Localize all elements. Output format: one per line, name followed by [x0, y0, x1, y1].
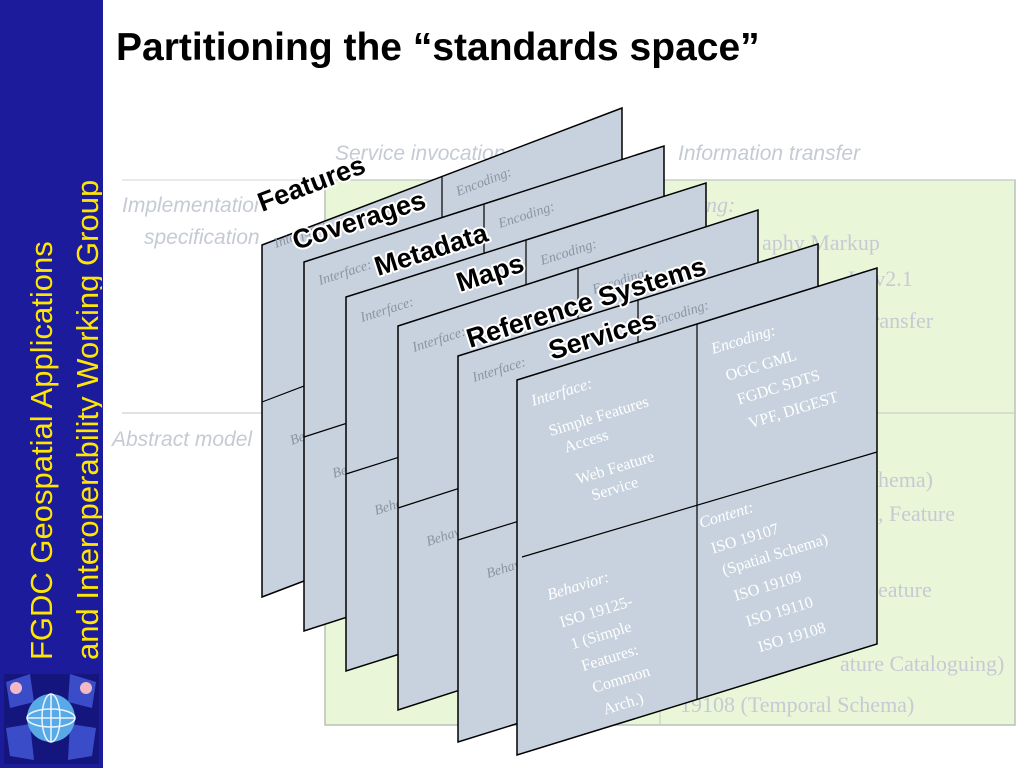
col-header-service-invocation: Service invocation — [335, 142, 505, 165]
fragment-markup: aphy Markup — [762, 230, 880, 255]
row-header-implementation: Implementation — [122, 194, 266, 217]
card-services: Interface: Simple Features Access Web Fe… — [516, 266, 878, 757]
sidebar-line-2: and Interoperability Working Group — [70, 180, 102, 660]
row-header-abstract-model: Abstract model — [110, 428, 253, 451]
fragment-feature-2: eature — [878, 577, 932, 602]
fragment-cataloguing: ature Cataloguing) — [840, 651, 1004, 676]
row-header-specification: specification — [144, 226, 260, 249]
sidebar-title: FGDC Geospatial Applications and Interop… — [24, 180, 102, 660]
sidebar: FGDC Geospatial Applications and Interop… — [0, 0, 103, 768]
sidebar-line-1: FGDC Geospatial Applications — [24, 241, 59, 660]
fragment-encoding: ng: — [706, 192, 735, 217]
fragment-transfer: ransfer — [872, 308, 934, 333]
fragment-schema: hema) — [878, 467, 933, 492]
fragment-temporal-schema: 19108 (Temporal Schema) — [680, 692, 914, 717]
col-header-information-transfer: Information transfer — [678, 142, 861, 165]
fragment-feature: , Feature — [878, 501, 955, 526]
page-title: Partitioning the “standards space” — [116, 26, 760, 69]
globe-logo-icon — [4, 674, 99, 764]
